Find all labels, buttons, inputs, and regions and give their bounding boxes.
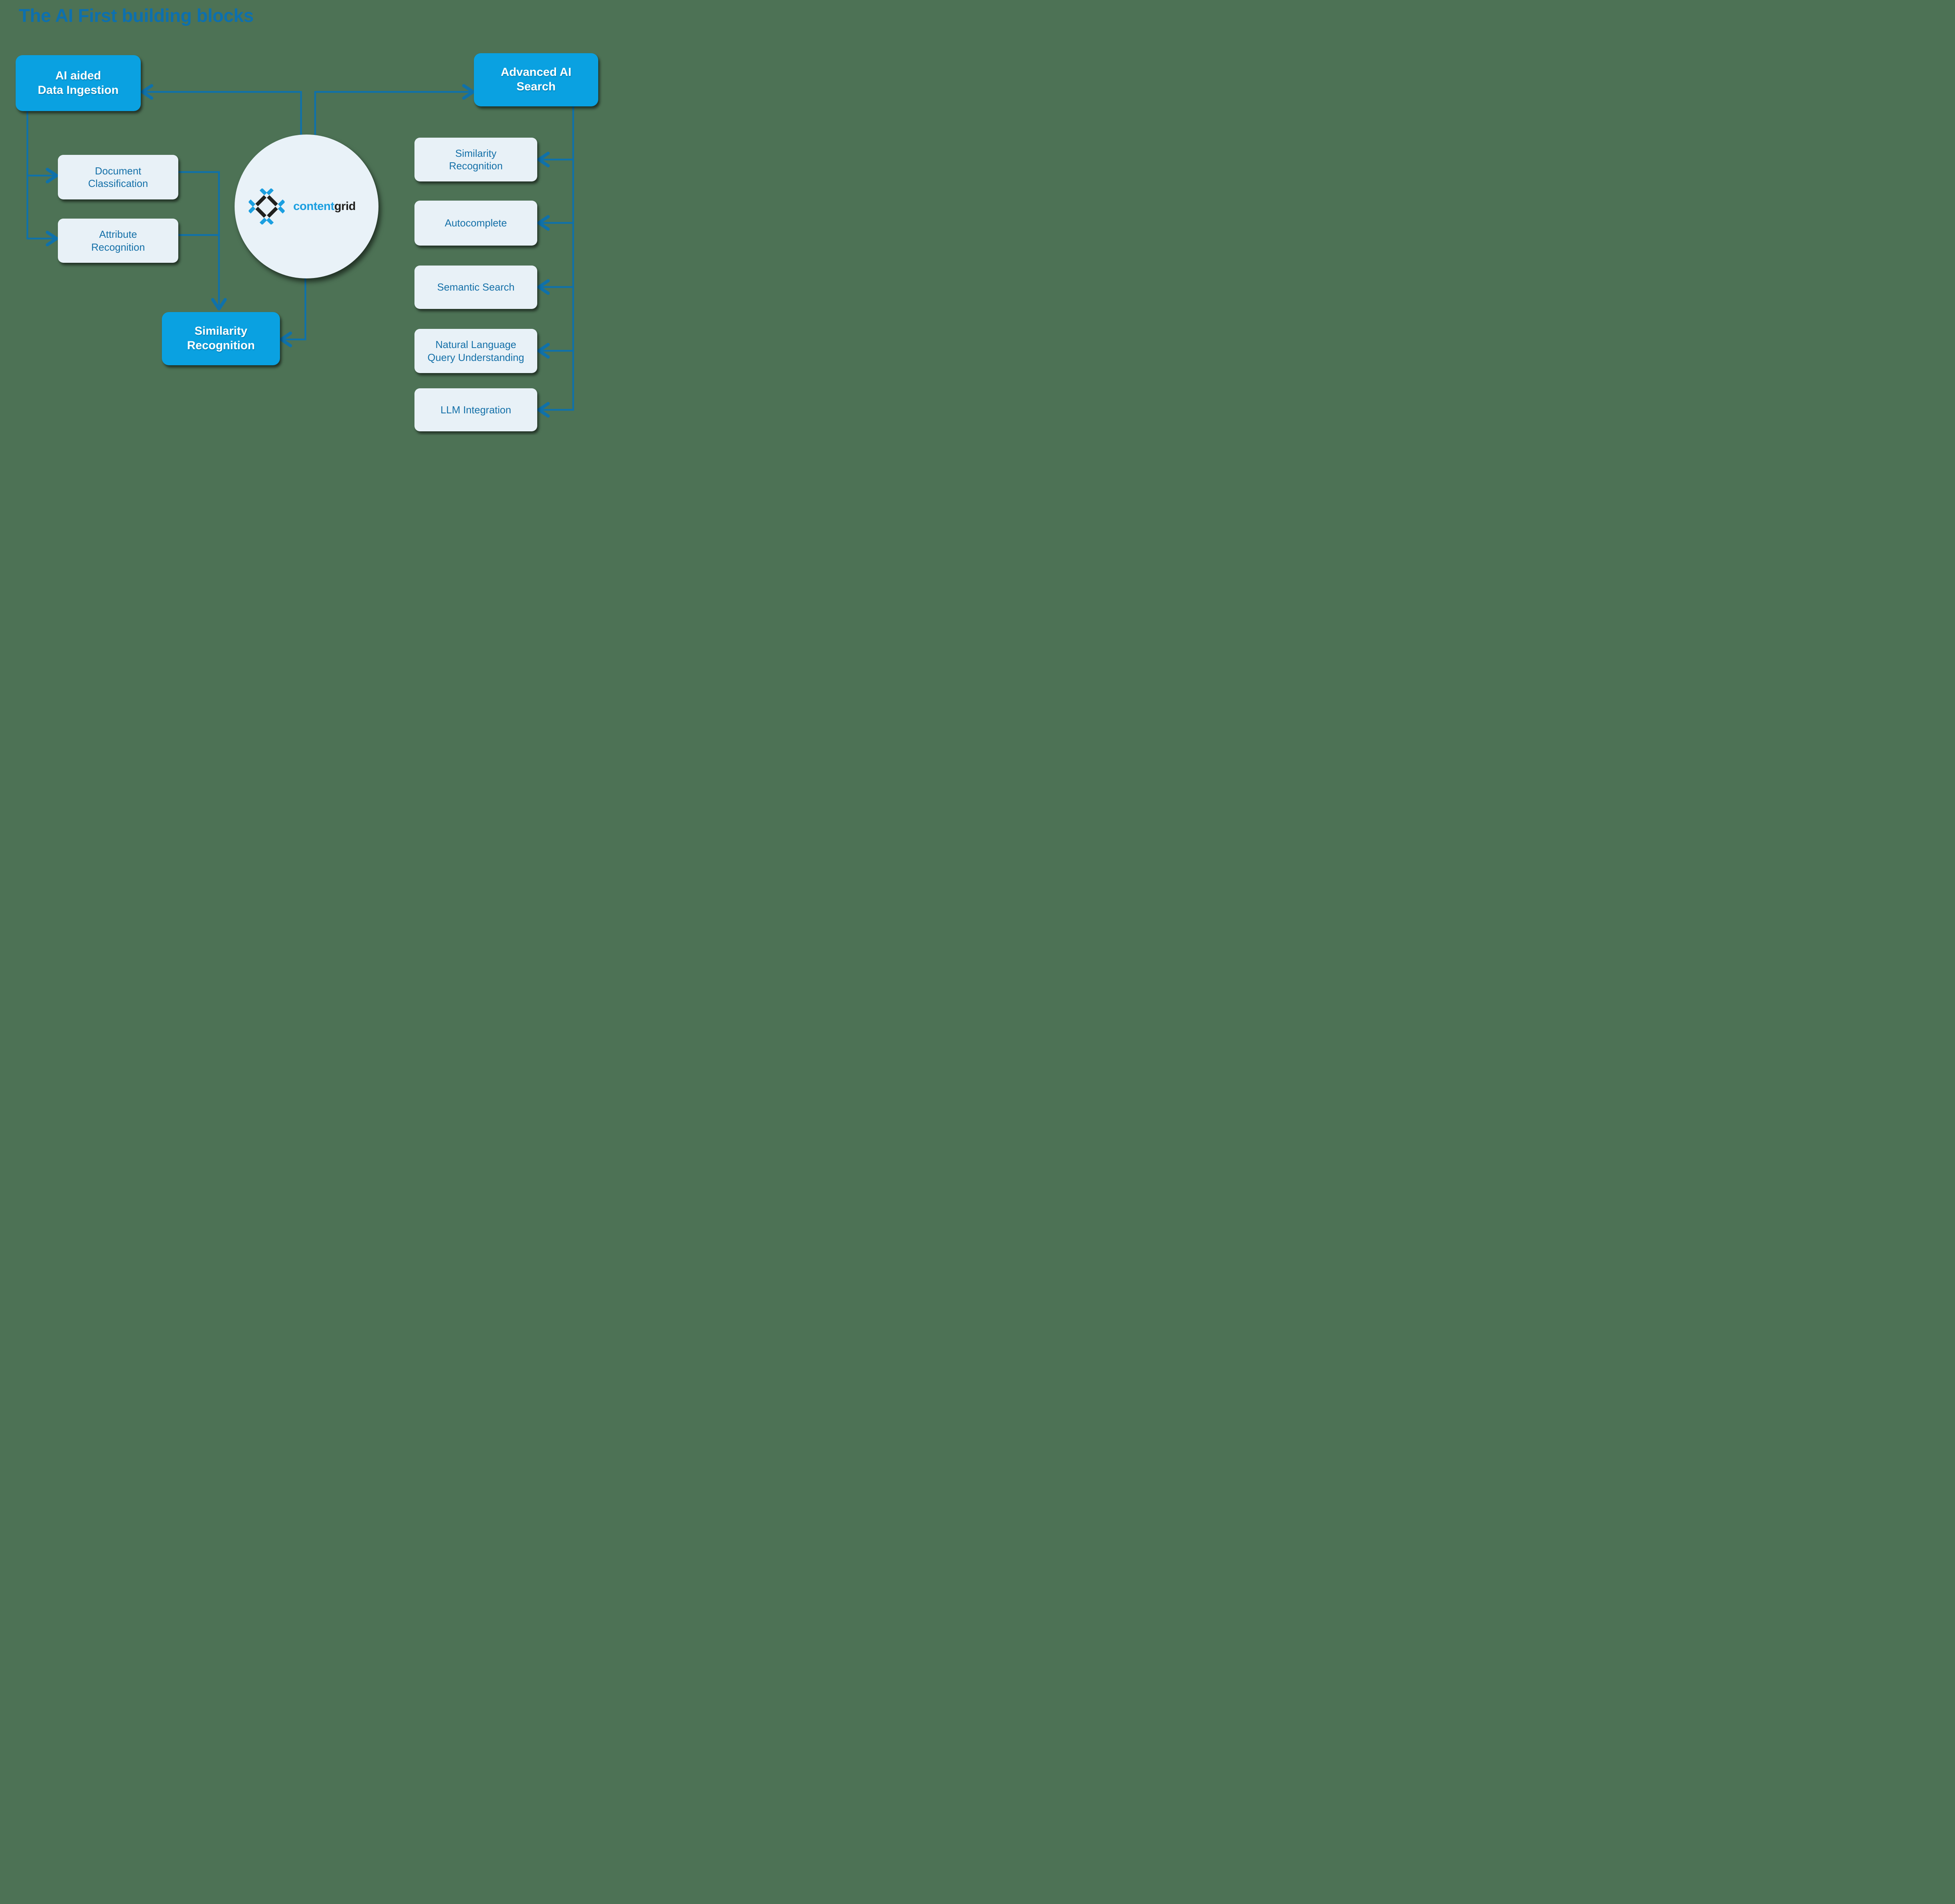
node-label-line: Recognition: [91, 241, 145, 253]
node-label-line: Search: [516, 80, 556, 93]
node-label-line: Similarity: [455, 147, 497, 159]
node-llm-integration: LLM Integration: [414, 388, 537, 431]
connector-hub-to-ingestion: [144, 91, 302, 135]
node-label-line: Data Ingestion: [38, 83, 119, 97]
logo-text-content: content: [293, 200, 334, 213]
node-label-line: Advanced AI: [500, 66, 572, 79]
contentgrid-logo-text: contentgrid: [293, 200, 356, 213]
page-title: The AI First building blocks: [19, 5, 254, 26]
arrowhead-right-advanced-search-icon: [462, 84, 475, 100]
arrowhead-left-autocomplete-icon: [537, 215, 550, 231]
node-label-line: Query Understanding: [427, 351, 524, 363]
node-autocomplete: Autocomplete: [414, 201, 537, 246]
node-natural-language-query-understanding: Natural Language Query Understanding: [414, 329, 537, 373]
node-label-line: Autocomplete: [445, 217, 507, 229]
arrowhead-right-doc-classification-icon: [46, 168, 58, 183]
connector-ingestion-branch: [26, 111, 55, 240]
node-label-line: Document: [95, 165, 142, 177]
contentgrid-hub-circle: contentgrid: [235, 135, 378, 278]
node-label-line: AI aided: [55, 69, 101, 82]
node-label-line: Recognition: [187, 339, 255, 352]
connector-doc-classification-to-similarity: [178, 171, 220, 307]
connector-hub-to-similarity: [283, 278, 307, 341]
diagram-canvas: The AI First building blocks: [0, 0, 604, 435]
node-label-line: Semantic Search: [437, 281, 515, 293]
node-label-line: Classification: [88, 178, 148, 189]
node-label-line: LLM Integration: [440, 404, 511, 416]
connector-advanced-search-rail: [540, 106, 574, 411]
node-label-line: Attribute: [99, 228, 137, 240]
node-advanced-ai-search: Advanced AI Search: [474, 53, 598, 106]
arrowhead-right-attribute-recognition-icon: [46, 231, 58, 246]
node-attribute-recognition: Attribute Recognition: [58, 219, 178, 263]
contentgrid-logo: contentgrid: [249, 186, 364, 227]
arrowhead-down-similarity-icon: [211, 298, 227, 310]
arrowhead-left-llm-integration-icon: [537, 402, 550, 418]
connector-hub-to-advanced-search: [314, 91, 472, 135]
arrowhead-left-nl-query-icon: [537, 343, 550, 359]
arrowhead-left-similarity-recognition-icon: [537, 152, 550, 167]
node-label-line: Similarity: [194, 325, 248, 338]
arrowhead-left-ingestion-icon: [141, 84, 153, 100]
node-similarity-recognition-center: Similarity Recognition: [162, 312, 280, 365]
contentgrid-logo-icon: [249, 188, 285, 224]
arrowhead-left-semantic-search-icon: [537, 279, 550, 295]
node-label-line: Recognition: [449, 160, 503, 172]
arrowhead-left-similarity-icon: [280, 332, 292, 347]
connector-layer: [26, 84, 574, 418]
node-ai-aided-data-ingestion: AI aided Data Ingestion: [16, 55, 141, 111]
node-document-classification: Document Classification: [58, 155, 178, 199]
logo-text-grid: grid: [334, 200, 356, 213]
node-semantic-search: Semantic Search: [414, 266, 537, 309]
node-label-line: Natural Language: [435, 339, 517, 350]
node-similarity-recognition-search: Similarity Recognition: [414, 138, 537, 181]
